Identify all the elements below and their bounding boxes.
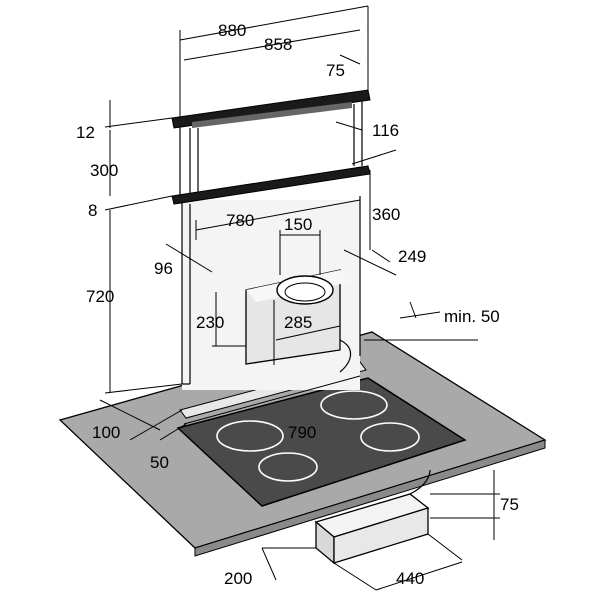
burner-ring-right-front	[360, 422, 420, 452]
dim-285: 285	[284, 313, 312, 332]
dim-min-50: min. 50	[444, 307, 500, 326]
dim-230: 230	[196, 313, 224, 332]
dim-96: 96	[154, 259, 173, 278]
burner-ring-right-back	[320, 390, 388, 420]
dim-720: 720	[86, 287, 114, 306]
dim-880: 880	[218, 21, 246, 40]
dim-75-top: 75	[326, 61, 345, 80]
dimension-labels: 880 858 75 12 116 300 8 780 360 150 96 2…	[76, 21, 519, 588]
dim-50: 50	[150, 453, 169, 472]
dim-300: 300	[90, 161, 118, 180]
dim-200: 200	[224, 569, 252, 588]
dim-780: 780	[226, 211, 254, 230]
dim-440: 440	[396, 569, 424, 588]
dim-100: 100	[92, 423, 120, 442]
dim-858: 858	[264, 35, 292, 54]
motor-unit	[245, 269, 352, 373]
dim-8: 8	[88, 201, 97, 220]
dim-150: 150	[284, 215, 312, 234]
plinth-fan-box	[314, 469, 431, 565]
dim-116: 116	[372, 121, 399, 140]
outlet-circle	[276, 275, 334, 305]
hob	[176, 377, 467, 507]
dim-12: 12	[76, 123, 95, 142]
dim-249: 249	[398, 247, 426, 266]
burner-ring-left-back	[216, 420, 284, 452]
dim-360: 360	[372, 205, 400, 224]
dim-75-bottom: 75	[500, 495, 519, 514]
hood-telescopic-top	[171, 89, 371, 205]
dim-790: 790	[288, 423, 316, 442]
burner-ring-left-front	[258, 452, 318, 482]
dimension-lines	[99, 5, 500, 591]
